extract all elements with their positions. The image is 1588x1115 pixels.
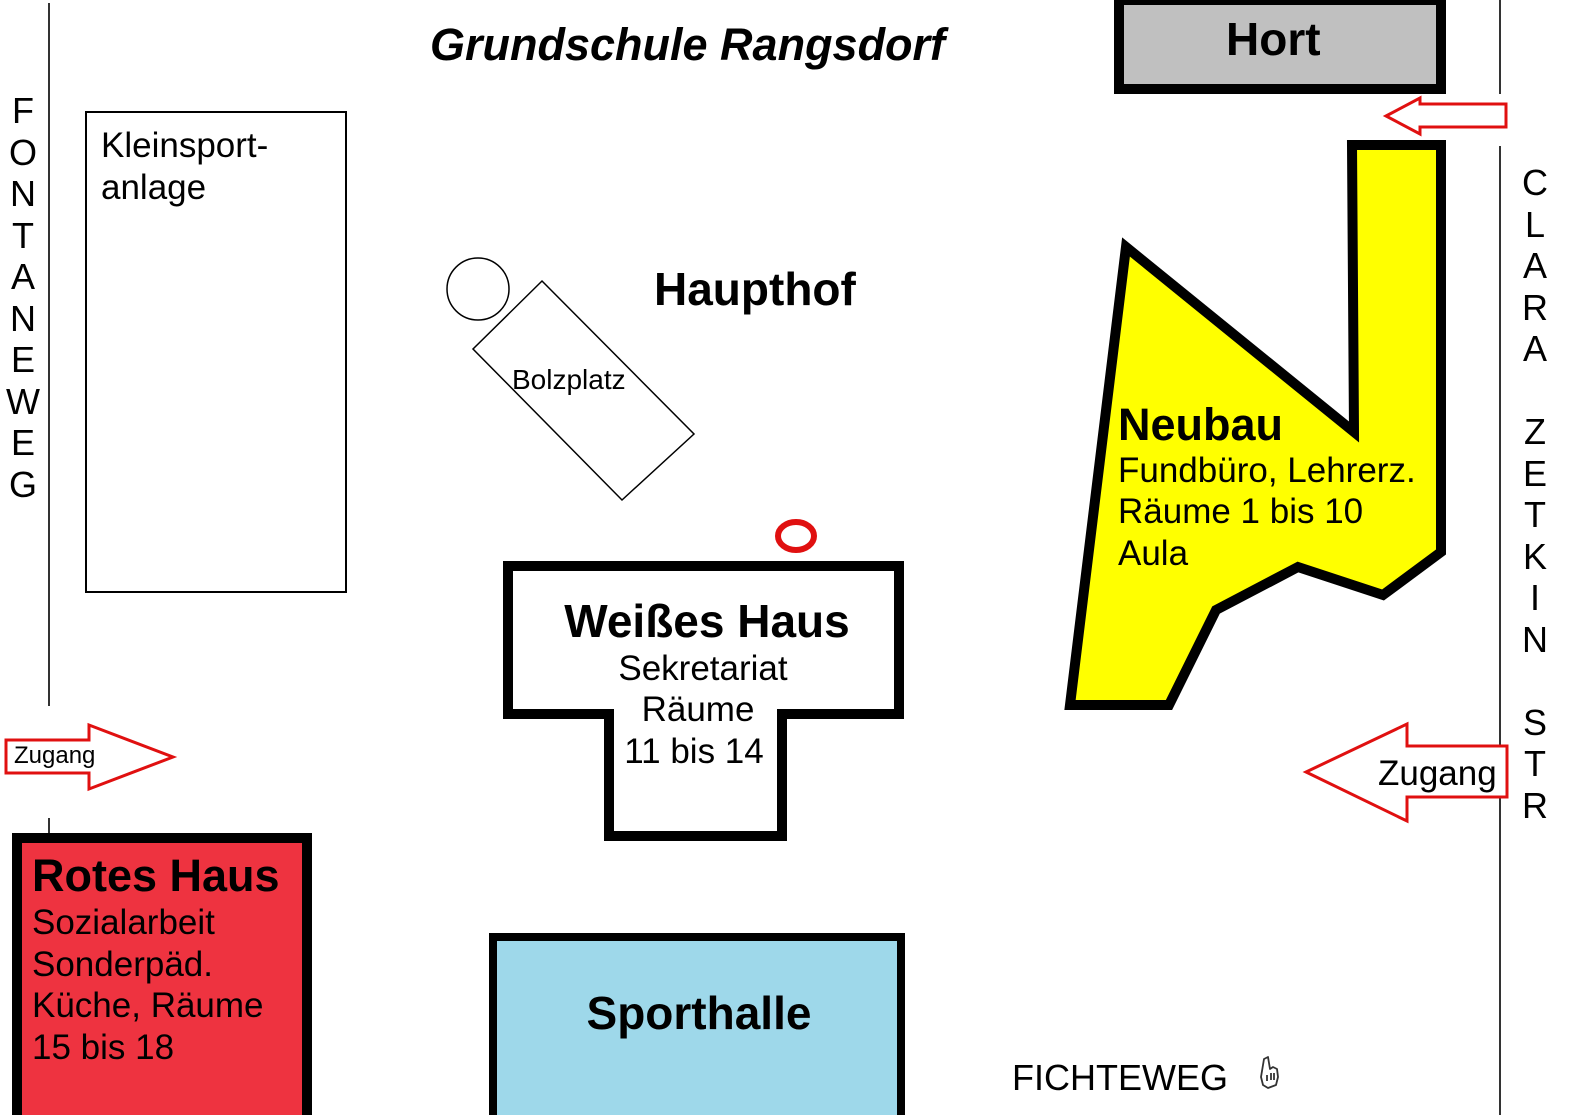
- street-letter: T: [1524, 743, 1546, 784]
- bolzplatz-circle: [446, 257, 510, 321]
- street-letter: F: [12, 90, 34, 131]
- street-letter: N: [10, 173, 36, 214]
- rotes-haus-line-3: Küche, Räume: [32, 986, 264, 1025]
- neubau-line-1: Fundbüro, Lehrerz.: [1118, 451, 1416, 490]
- street-letter: W: [6, 380, 40, 422]
- street-letter: [1514, 370, 1556, 412]
- street-letter: N: [10, 297, 36, 339]
- right-entrance-arrow[interactable]: [1302, 721, 1509, 824]
- street-letter: A: [10, 256, 35, 297]
- weisses-haus-label: Weißes Haus: [564, 595, 850, 647]
- street-letter: C: [1522, 162, 1548, 203]
- street-letter: E: [1522, 452, 1547, 494]
- sporthalle-label: Sporthalle: [586, 987, 812, 1039]
- bolzplatz-field: [471, 279, 696, 502]
- fichteweg-label: FICHTEWEG: [1012, 1057, 1228, 1098]
- rotes-haus-line-2: Sonderpäd.: [32, 945, 213, 984]
- street-letter: A: [1522, 245, 1547, 286]
- left-entrance-arrow[interactable]: [4, 722, 178, 792]
- rotes-haus-building[interactable]: [12, 833, 312, 1115]
- neubau-label: Neubau: [1118, 399, 1284, 450]
- weisses-haus-line-2: Räume: [641, 690, 755, 729]
- page-title: Grundschule Rangsdorf: [430, 19, 946, 70]
- street-letter: K: [1522, 535, 1547, 577]
- rotes-haus-line-4: 15 bis 18: [32, 1028, 175, 1067]
- rotes-haus-line-1: Sozialarbeit: [32, 903, 215, 942]
- neubau-building[interactable]: [1064, 140, 1446, 710]
- street-letter: G: [8, 463, 37, 505]
- rotes-haus-label: Rotes Haus: [32, 850, 280, 901]
- kleinsportanlage-label-line1: Kleinsport-: [101, 126, 269, 165]
- haupthof-label: Haupthof: [654, 263, 856, 315]
- street-letter: [1514, 660, 1556, 702]
- weisses-haus-line-3: 11 bis 14: [624, 732, 764, 771]
- left-entrance-label[interactable]: Zugang: [14, 742, 96, 769]
- street-letter: A: [1522, 328, 1547, 369]
- street-letter: E: [10, 422, 35, 463]
- neubau-line-3: Aula: [1118, 534, 1189, 573]
- street-letter: S: [1522, 701, 1547, 743]
- hort-label: Hort: [1226, 13, 1321, 65]
- street-letter: R: [1522, 286, 1548, 328]
- kleinsportanlage-label-line2: anlage: [101, 168, 207, 207]
- weisses-haus-building[interactable]: [503, 561, 904, 841]
- hort-building[interactable]: [1114, 0, 1446, 94]
- street-letter: T: [1524, 494, 1546, 535]
- pointing-hand-icon: [1260, 1056, 1279, 1089]
- bolzplatz-label: Bolzplatz: [512, 364, 626, 395]
- street-letter: T: [12, 214, 34, 256]
- street-letter: I: [1529, 577, 1540, 618]
- neubau-line-2: Räume 1 bis 10: [1118, 492, 1364, 531]
- street-letter: O: [8, 131, 37, 173]
- meeting-point-marker[interactable]: [775, 519, 817, 553]
- street-letter: E: [10, 339, 35, 380]
- street-letter: N: [1522, 618, 1548, 660]
- sporthalle-building[interactable]: [489, 933, 905, 1115]
- street-letter: L: [1524, 203, 1546, 245]
- street-letter: Z: [1524, 411, 1546, 452]
- top-right-entrance-arrow[interactable]: [1382, 95, 1508, 137]
- kleinsportanlage-area: [85, 111, 347, 593]
- weisses-haus-line-1: Sekretariat: [618, 649, 788, 688]
- street-letter: R: [1522, 784, 1548, 826]
- right-entrance-label[interactable]: Zugang: [1378, 754, 1497, 793]
